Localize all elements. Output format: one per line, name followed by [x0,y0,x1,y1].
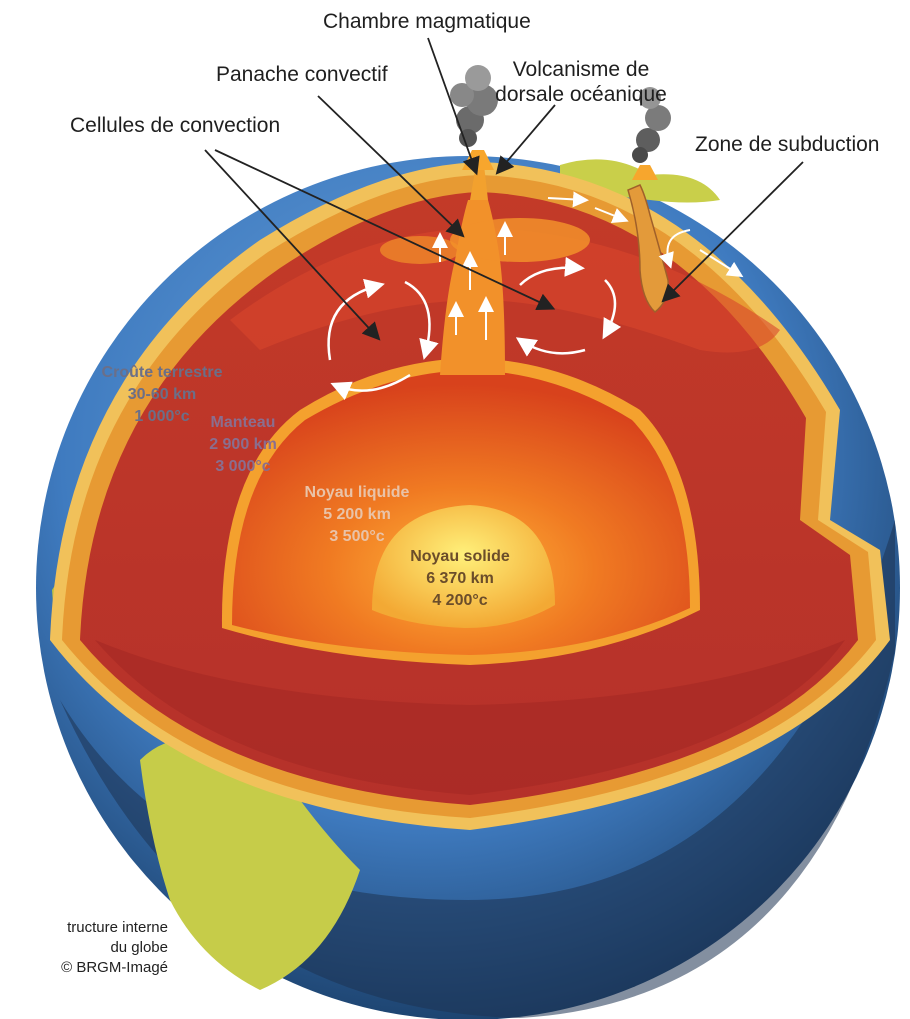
credit-line1: tructure interne [0,918,168,938]
layer-label-noyau-solide: Noyau solide 6 370 km 4 200°c [390,546,530,612]
label-panache-convectif: Panache convectif [216,62,388,87]
label-cellules-convection: Cellules de convection [70,113,280,138]
noyau-liquide-temp: 3 500°c [282,526,432,548]
layer-label-noyau-liquide: Noyau liquide 5 200 km 3 500°c [282,482,432,548]
label-chambre-magmatique: Chambre magmatique [323,9,531,34]
manteau-temp: 3 000°c [188,456,298,478]
label-volcanisme-line1: Volcanisme de [489,57,673,82]
manteau-name: Manteau [188,412,298,434]
layer-label-manteau: Manteau 2 900 km 3 000°c [188,412,298,478]
noyau-liquide-depth: 5 200 km [282,504,432,526]
label-volcanisme: Volcanisme de dorsale océanique [489,57,673,107]
credit-line2: du globe [0,938,168,958]
croute-name: Croûte terrestre [82,362,242,384]
label-volcanisme-line2: dorsale océanique [489,82,673,107]
image-credit: tructure interne du globe © BRGM-Imagé [0,918,168,978]
manteau-depth: 2 900 km [188,434,298,456]
credit-line3: © BRGM-Imagé [0,958,168,978]
label-zone-subduction: Zone de subduction [695,132,879,157]
croute-depth: 30-60 km [82,384,242,406]
noyau-solide-depth: 6 370 km [390,568,530,590]
noyau-solide-name: Noyau solide [390,546,530,568]
noyau-liquide-name: Noyau liquide [282,482,432,504]
noyau-solide-temp: 4 200°c [390,590,530,612]
